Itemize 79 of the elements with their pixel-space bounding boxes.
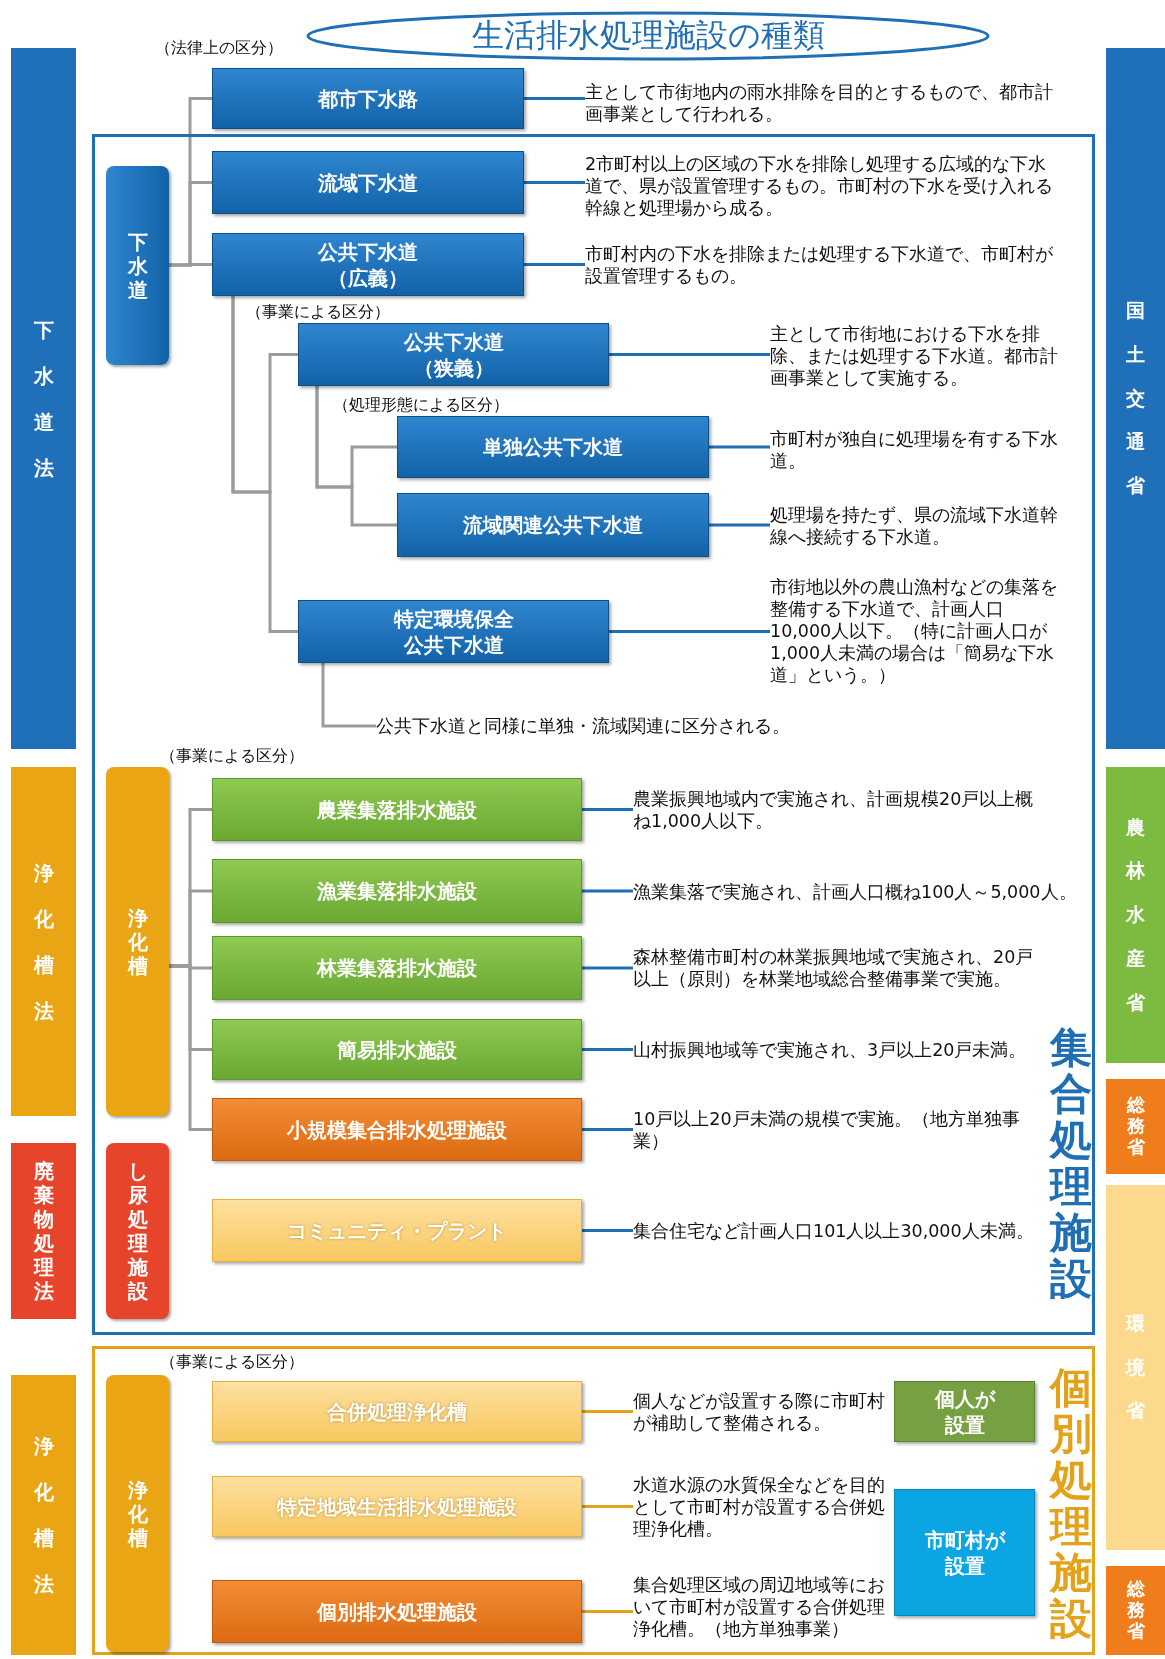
category-box: 個別排水処理施設 [212, 1580, 582, 1643]
law-bar: 下水道法 [11, 48, 76, 749]
description-text: 山村振興地域等で実施され、3戸以上20戸未満。 [633, 1038, 1041, 1062]
category-box: 流域下水道 [212, 151, 524, 214]
description-text: 主として市街地内の雨水排除を目的とするもので、都市計画事業として行われる。 [585, 79, 1055, 127]
connector-line [315, 386, 397, 527]
connector-line [609, 630, 770, 633]
category-box: 公共下水道（広義） [212, 233, 524, 296]
connector-line [582, 1048, 633, 1051]
connector-line [582, 808, 633, 811]
category-box: 特定地域生活排水処理施設 [212, 1476, 582, 1537]
description-text: 主として市街地における下水を排除、または処理する下水道。都市計画事業として実施する。 [770, 320, 1060, 392]
group-frame [92, 134, 1095, 1335]
category-box: 漁業集落排水施設 [212, 859, 582, 923]
description-text: 市町村内の下水を排除または処理する下水道で、市町村が設置管理するもの。 [585, 241, 1055, 289]
category-box: 特定環境保全公共下水道 [298, 600, 609, 663]
connector-line [582, 1505, 633, 1508]
category-box: 小規模集合排水処理施設 [212, 1098, 582, 1161]
connector-line [169, 964, 212, 1131]
ministry-bar: 総務省 [1106, 1566, 1165, 1655]
category-box: 林業集落排水施設 [212, 936, 582, 1000]
ministry-bar: 総務省 [1106, 1079, 1165, 1174]
group-heading: 集合処理施設 [1050, 1025, 1092, 1303]
connector-line [582, 1128, 633, 1131]
connector-line [582, 1229, 633, 1232]
connector-line [524, 181, 585, 184]
classification-label: （事業による区分） [160, 1352, 304, 1373]
description-text: 森林整備市町村の林業振興地域で実施され、20戸以上（原則）を林業地域総合整備事業で実施。 [633, 944, 1048, 992]
title-text: 生活排水処理施設の種類 [471, 15, 825, 56]
description-text: 漁業集落で実施され、計画人口概ね100人～5,000人。 [633, 880, 1088, 904]
description-text: 農業振興地域内で実施され、計画規模20戸以上概ね1,000人以下。 [633, 786, 1048, 834]
category-tab: し尿処理施設 [106, 1143, 169, 1319]
category-box: 合併処理浄化槽 [212, 1381, 582, 1442]
connector-line [582, 1410, 633, 1413]
law-bar: 浄化槽法 [11, 1375, 76, 1655]
category-tab: 浄化槽 [106, 767, 169, 1116]
ministry-bar: 環境省 [1106, 1185, 1165, 1550]
category-box: 簡易排水施設 [212, 1019, 582, 1080]
category-tab: 下水道 [106, 166, 169, 365]
connector-line [582, 889, 633, 893]
group-heading: 個別処理施設 [1050, 1365, 1092, 1643]
connector-line [524, 263, 585, 266]
classification-label: （処理形態による区分） [333, 395, 509, 416]
connector-line [321, 663, 376, 728]
category-box: 公共下水道（狭義） [298, 323, 609, 386]
classification-label: （事業による区分） [246, 302, 390, 323]
description-text: 公共下水道と同様に単独・流域関連に区分される。 [376, 714, 816, 738]
description-text: 市町村が独自に処理場を有する下水道。 [770, 426, 1060, 474]
connector-line [582, 1610, 633, 1613]
connector-line [169, 263, 212, 267]
connector-line [231, 296, 298, 633]
connector-line [709, 445, 770, 449]
category-tab: 浄化槽 [106, 1375, 169, 1652]
description-text: 集合住宅など計画人口101人以上30,000人未満。 [633, 1219, 1043, 1243]
description-text: 市街地以外の農山漁村などの集落を整備する下水道で、計画人口10,000人以下。（特に計画人口が1,000人未満の場合は「簡易な下水道」という。） [770, 572, 1060, 690]
description-text: 水道水源の水質保全などを目的として市町村が設置する合併処理浄化槽。 [633, 1472, 891, 1542]
category-box: 流域関連公共下水道 [397, 493, 709, 557]
category-box: 単独公共下水道 [397, 416, 709, 478]
connector-line [524, 97, 585, 100]
ministry-bar: 国土交通省 [1106, 48, 1165, 749]
installer-box: 個人が設置 [894, 1381, 1035, 1442]
description-text: 集合処理区域の周辺地域等において市町村が設置する合併処理浄化槽。（地方単独事業） [633, 1563, 891, 1651]
description-text: 個人などが設置する際に市町村が補助して整備される。 [633, 1388, 891, 1436]
description-text: 10戸以上20戸未満の規模で実施。（地方単独事業） [633, 1106, 1023, 1154]
classification-label: （事業による区分） [160, 746, 304, 767]
law-bar: 廃棄物処理法 [11, 1143, 76, 1319]
description-text: 処理場を持たず、県の流域下水道幹線へ接続する下水道。 [770, 502, 1060, 550]
connector-line [709, 523, 770, 527]
category-box: 都市下水路 [212, 68, 524, 129]
classification-label: （法律上の区分） [155, 38, 283, 59]
installer-box: 市町村が設置 [894, 1489, 1035, 1616]
connector-line [609, 353, 770, 356]
ministry-bar: 農林水産省 [1106, 767, 1165, 1063]
description-text: 2市町村以上の区域の下水を排除し処理する広域的な下水道で、県が設置管理するもの。市町村の下水を受け入れる幹線と処理場から成る。 [585, 151, 1055, 221]
category-box: 農業集落排水施設 [212, 778, 582, 841]
connector-line [582, 966, 633, 970]
category-box: コミュニティ・プラント [212, 1199, 582, 1262]
group-frame [92, 1346, 1095, 1655]
law-bar: 浄化槽法 [11, 767, 76, 1116]
